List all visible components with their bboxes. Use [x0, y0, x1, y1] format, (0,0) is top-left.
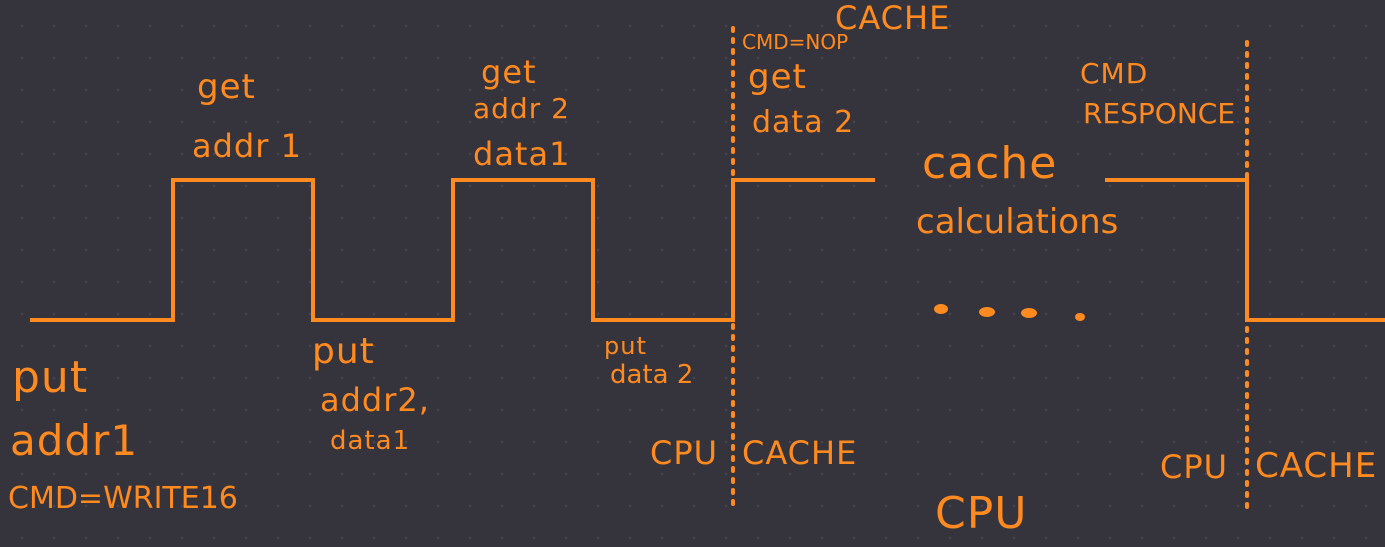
put-addr2-label-line1: put	[312, 331, 375, 372]
cmd-write16-label: CMD=WRITE16	[8, 481, 238, 516]
put-data2-label-line2: data 2	[610, 360, 694, 390]
get-addr2-label-line2: addr 2	[473, 92, 570, 125]
cache-calc-label-line2: calculations	[916, 202, 1119, 242]
get-addr1-label-line1: get	[197, 67, 256, 107]
clock-waveform-left	[30, 178, 875, 322]
put-addr1-label-line1: put	[12, 352, 89, 403]
cpu-bottom-label: CPU	[935, 488, 1028, 539]
get-addr2-label-line1: get	[481, 53, 537, 91]
cache-calc-label-line1: cache	[922, 138, 1058, 189]
put-addr2-label-line3: data1	[330, 426, 411, 456]
cpu-side-label-2: CPU	[1160, 448, 1229, 486]
cmd-nop-label: CMD=NOP	[742, 30, 849, 54]
get-addr2-label-line3: data1	[473, 135, 571, 173]
clock-waveform-right	[1105, 178, 1385, 322]
put-addr1-label-line2: addr1	[10, 416, 139, 465]
get-data2-label-line1: get	[748, 57, 807, 97]
ellipsis-dots	[934, 304, 1085, 321]
get-data2-label-line2: data 2	[752, 105, 855, 140]
cpu-side-label-1: CPU	[650, 434, 719, 472]
cmd-response-label-line2: RESPONCE	[1083, 97, 1236, 130]
cache-side-label-2: CACHE	[1255, 446, 1378, 486]
cache-side-label-1: CACHE	[742, 434, 858, 472]
get-addr1-label-line2: addr 1	[192, 127, 302, 165]
put-addr2-label-line2: addr2,	[320, 381, 430, 419]
cache-top-label: CACHE	[835, 0, 951, 37]
put-data2-label-line1: put	[604, 332, 647, 360]
cmd-response-label-line1: CMD	[1080, 57, 1149, 90]
